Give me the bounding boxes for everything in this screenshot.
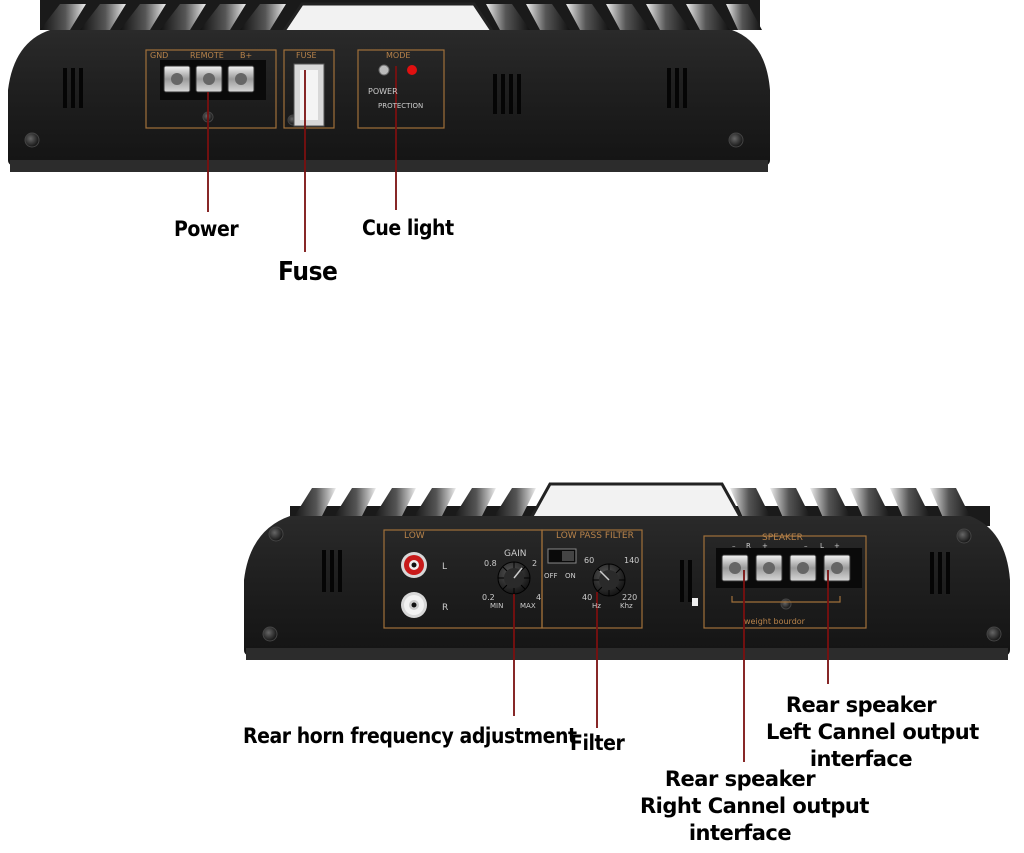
speaker-l-label: L (820, 542, 824, 550)
top-callout-lines (207, 66, 397, 252)
speaker-r-label: R (746, 542, 751, 550)
frequency-knob (592, 563, 626, 597)
gain-tick-4: 4 (536, 593, 541, 602)
top-amplifier (8, 0, 770, 252)
filter-callout: Filter (570, 731, 625, 755)
switch-off-label: OFF (544, 572, 558, 580)
rear-left-line-3: interface (809, 747, 913, 771)
top-heatsink (40, 0, 762, 36)
gain-tick-2: 2 (532, 559, 537, 568)
freq-tick-60: 60 (584, 556, 594, 565)
gain-tick-02: 0.2 (482, 593, 495, 602)
rear-horn-callout: Rear horn frequency adjustment (243, 724, 577, 748)
gain-max-label: MAX (520, 602, 536, 610)
speaker-r-plus: + (762, 542, 768, 550)
left-channel-label: L (442, 562, 447, 572)
gnd-label: GND (150, 51, 168, 60)
protection-led-label: PROTECTION (378, 102, 423, 110)
gain-min-label: MIN (490, 602, 503, 610)
rear-right-line-3: interface (688, 821, 792, 845)
rear-left-callout: Rear speaker Left Cannel output interfac… (766, 692, 979, 773)
hz-label: Hz (592, 602, 601, 610)
rear-right-line-2: Right Cannel output (640, 794, 869, 818)
top-screws (24, 111, 744, 148)
gain-knob (497, 561, 531, 595)
top-vents (63, 68, 687, 114)
power-led (378, 64, 390, 76)
low-pass-filter-label: LOW PASS FILTER (556, 531, 634, 541)
filter-switch (547, 548, 577, 564)
freq-tick-40: 40 (582, 593, 592, 602)
power-led-label: POWER (368, 87, 398, 96)
remote-label: REMOTE (190, 51, 224, 60)
khz-label: Khz (620, 602, 633, 610)
speaker-r-minus: – (732, 542, 736, 550)
gain-label: GAIN (504, 549, 527, 559)
switch-on-label: ON (565, 572, 576, 580)
low-label: LOW (404, 531, 425, 541)
speaker-l-minus: – (804, 542, 808, 550)
bplus-label: B+ (240, 51, 252, 60)
rca-input-left (401, 552, 427, 578)
mode-label: MODE (386, 51, 410, 60)
freq-tick-220: 220 (622, 593, 637, 602)
right-channel-label: R (442, 603, 448, 613)
rear-right-callout: Rear speaker Right Cannel output interfa… (640, 766, 869, 847)
bottom-callout-lines (513, 570, 829, 762)
rear-left-line-2: Left Cannel output (766, 720, 979, 744)
rear-left-line-1: Rear speaker (785, 693, 937, 717)
freq-tick-140: 140 (624, 556, 639, 565)
weight-bourdor-label: weight bourdor (744, 617, 806, 626)
bottom-amplifier (244, 482, 1010, 762)
speaker-terminal-block (721, 554, 851, 582)
rear-right-line-1: Rear speaker (664, 767, 816, 791)
gain-tick-08: 0.8 (484, 559, 497, 568)
rca-input-right (401, 592, 427, 618)
fuse-callout: Fuse (278, 257, 338, 287)
power-terminal-block (163, 65, 255, 93)
power-callout: Power (174, 217, 239, 241)
fuse-label: FUSE (296, 51, 317, 60)
speaker-l-plus: + (834, 542, 840, 550)
protection-led (407, 65, 417, 75)
cue-light-callout: Cue light (362, 216, 454, 240)
bottom-vents (322, 550, 950, 602)
speaker-label: SPEAKER (762, 533, 803, 543)
